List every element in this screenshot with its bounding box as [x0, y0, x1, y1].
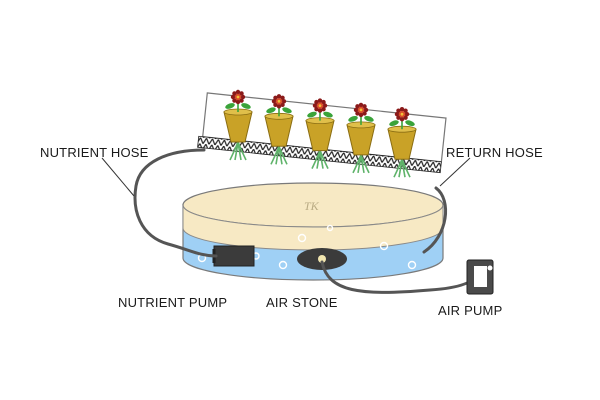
air-pump: [466, 259, 494, 295]
plant-roots: [393, 158, 411, 178]
return-hose: [422, 186, 448, 254]
leaf: [241, 103, 251, 109]
label-return-hose: RETURN HOSE: [446, 145, 543, 160]
flower: [230, 89, 246, 105]
air-stone: [297, 248, 347, 270]
flower: [312, 98, 328, 113]
plant: [264, 94, 294, 165]
plant-roots: [352, 154, 370, 174]
leaf: [348, 115, 358, 122]
plants: [223, 89, 417, 178]
leader-lines: [101, 157, 471, 197]
label-air-stone: AIR STONE: [266, 295, 338, 310]
plant: [346, 102, 376, 174]
leaf: [405, 120, 415, 127]
plant-roots: [311, 150, 329, 169]
nutrient-pump: [212, 245, 255, 267]
flower: [353, 102, 369, 118]
plant-roots: [229, 141, 247, 161]
nutrient-hose: [133, 148, 218, 258]
reservoir-monogram: TK: [304, 199, 320, 213]
leaf: [266, 107, 276, 114]
leaf: [323, 111, 333, 118]
flower: [271, 94, 287, 109]
plant: [387, 107, 417, 178]
leaf: [307, 111, 317, 118]
label-nutrient-pump: NUTRIENT PUMP: [118, 295, 227, 310]
leaf: [282, 107, 292, 114]
plant: [305, 98, 335, 169]
plant: [223, 89, 253, 161]
plant-roots: [270, 146, 288, 165]
flower: [394, 107, 410, 122]
label-air-pump: AIR PUMP: [438, 303, 502, 318]
leaf: [225, 103, 235, 109]
leaf: [364, 115, 374, 122]
reservoir-tank: TK: [182, 182, 444, 281]
leaf: [389, 120, 399, 127]
label-nutrient-hose: NUTRIENT HOSE: [40, 145, 149, 160]
